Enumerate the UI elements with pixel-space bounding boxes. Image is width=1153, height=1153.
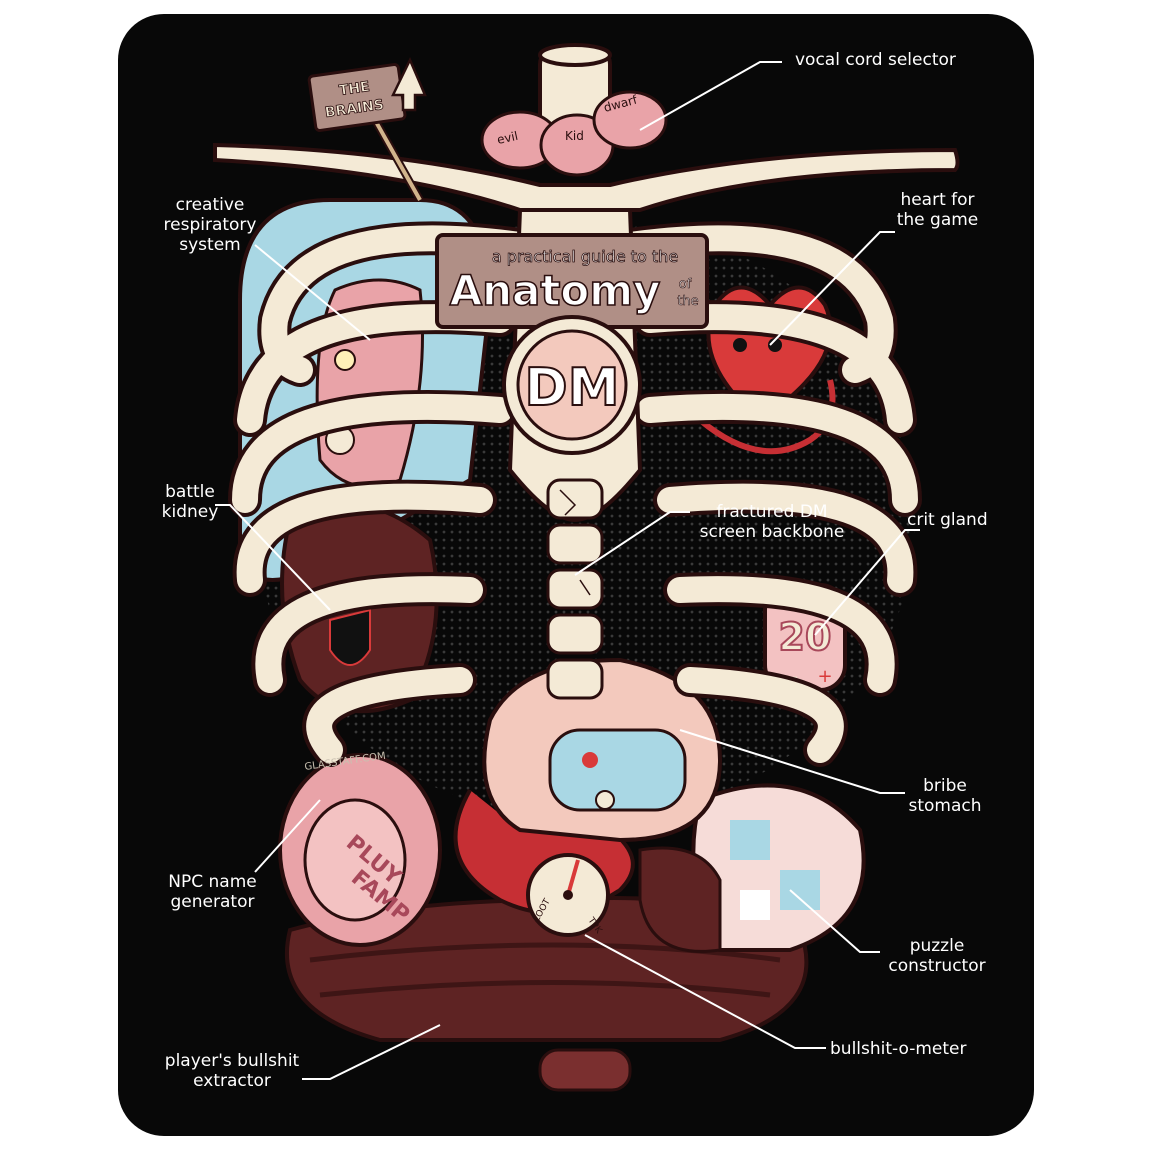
d20-value: 20 <box>779 615 832 659</box>
title-the: the <box>677 294 698 309</box>
leader-crit <box>814 529 920 636</box>
the-brains-sign: THE BRAINS <box>307 56 427 202</box>
d20-plus: + <box>817 666 832 687</box>
label-bribe-stomach: bribe stomach <box>900 776 990 816</box>
dm-text: DM <box>525 358 620 418</box>
leader-vocal <box>639 61 782 131</box>
label-line: extractor <box>193 1071 271 1091</box>
label-npc-name-generator: NPC name generator <box>160 872 265 912</box>
label-line: fractured DM <box>716 502 828 522</box>
npc-name-generator-organ: PLUY FAMP <box>278 753 442 947</box>
label-bullshit-o-meter: bullshit-o-meter <box>830 1039 967 1059</box>
label-fractured-dm-screen-backbone: fractured DM screen backbone <box>692 502 852 542</box>
leader-heart <box>769 231 895 346</box>
label-vocal-cord-selector: vocal cord selector <box>795 50 956 70</box>
label-crit-gland: crit gland <box>907 510 988 530</box>
leader-stomach <box>679 729 905 794</box>
title-anatomy: Anatomy <box>450 266 661 315</box>
vocal-cord-selector-organ: evil Kid dwarf <box>480 43 668 177</box>
label-line: heart for <box>900 190 975 210</box>
label-heart-for-the-game: heart for the game <box>890 190 985 230</box>
label-line: respiratory <box>163 215 257 235</box>
label-battle-kidney: battle kidney <box>155 482 225 522</box>
label-line: NPC name <box>168 872 257 892</box>
label-line: battle <box>165 482 215 502</box>
label-line: puzzle <box>909 936 965 956</box>
title-line1: a practical guide to the <box>492 247 678 266</box>
leader-npc <box>254 799 321 873</box>
anatomy-illustration: PLUY FAMP LOOT TPK <box>213 43 960 1092</box>
label-line: screen backbone <box>699 522 845 542</box>
vocal-kid: Kid <box>565 129 584 143</box>
sign-line1: THE <box>338 79 371 99</box>
label-line: system <box>179 235 241 255</box>
leader-puzzle <box>789 889 880 953</box>
poster-card: PLUY FAMP LOOT TPK <box>118 14 1034 1136</box>
label-line: generator <box>170 892 255 912</box>
label-line: kidney <box>161 502 219 522</box>
label-players-bullshit-extractor: player's bullshit extractor <box>152 1051 312 1091</box>
bullshit-o-meter-gauge: LOOT TPK <box>526 853 610 937</box>
leader-meter <box>584 934 826 1049</box>
title-plank: a practical guide to the Anatomy of the <box>435 233 709 329</box>
label-line: player's bullshit <box>164 1051 300 1071</box>
vocal-evil: evil <box>496 129 520 147</box>
label-puzzle-constructor: puzzle constructor <box>882 936 992 976</box>
title-of: of <box>679 277 692 292</box>
label-creative-respiratory-system: creative respiratory system <box>155 195 265 255</box>
puzzle-constructor-organ <box>638 783 866 953</box>
label-line: creative <box>175 195 245 215</box>
dm-badge: DM <box>502 315 642 455</box>
leader-respiratory <box>254 244 371 341</box>
leader-lines <box>215 61 920 1080</box>
label-line: bribe <box>923 776 967 796</box>
bribe-stomach-organ <box>482 657 723 843</box>
ribs-right-fill <box>617 225 918 763</box>
leader-kidney <box>215 504 331 611</box>
label-line: stomach <box>908 796 982 816</box>
d20-minus: - <box>792 667 798 686</box>
leader-backbone <box>574 511 690 576</box>
label-line: the game <box>896 210 979 230</box>
leader-extractor <box>302 1024 441 1080</box>
label-line: constructor <box>888 956 986 976</box>
